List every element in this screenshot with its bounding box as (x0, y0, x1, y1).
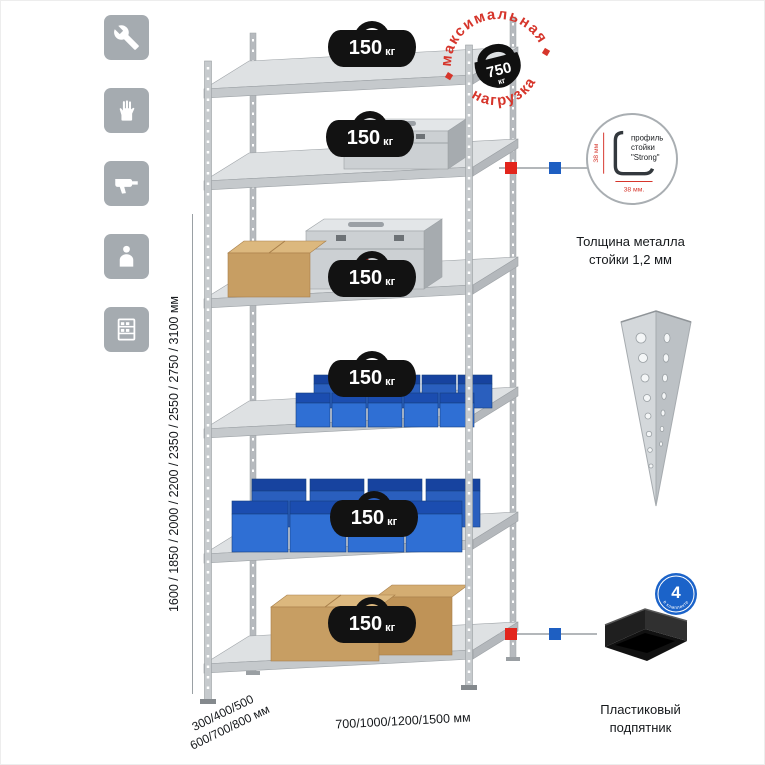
callout-connector-line (499, 167, 587, 169)
shelf-load-value: 150 (348, 37, 383, 59)
profile-caption: Толщина металла стойки 1,2 мм (558, 233, 703, 268)
foot-caption-line2: подпятник (609, 719, 672, 735)
profile-label-line1: профиль (631, 133, 663, 142)
profile-callout: 38 мм 38 мм. профиль стойки "Strong" (586, 113, 678, 205)
rack-foot (461, 685, 477, 690)
drill-icon (104, 161, 149, 206)
rack-foot (506, 657, 520, 661)
gloves-icon (104, 88, 149, 133)
shelf-load-value: 150 (350, 507, 385, 529)
kettlebell-body: 150 кг (328, 30, 416, 67)
plastic-foot-image (604, 608, 688, 661)
shelf-load-badge-2: 150 кг (326, 111, 414, 157)
stamp-kettlebell-handle (477, 43, 515, 64)
foot-caption-line1: Пластиковый (600, 702, 681, 717)
kettlebell-body: 150 кг (330, 500, 418, 537)
shelf-load-unit: кг (385, 622, 396, 634)
profile-label-line3: "Strong" (631, 153, 660, 162)
corner-post-image (620, 310, 692, 507)
stamp-unit: кг (497, 76, 507, 87)
profile-label-line2: стойки (631, 143, 655, 152)
red-marker-square (505, 162, 517, 174)
shelf-load-badge-1: 150 кг (328, 21, 416, 67)
foot-connector-line (499, 633, 597, 635)
profile-caption-line2: стойки 1,2 мм (589, 251, 672, 267)
shelving-rack-illustration (200, 16, 520, 704)
foot-caption: Пластиковый подпятник (568, 701, 713, 736)
shelf-load-value: 150 (348, 613, 383, 635)
rack-foot (246, 671, 260, 675)
kettlebell-body: 150 кг (328, 360, 416, 397)
shelf-load-unit: кг (385, 276, 396, 288)
kettlebell-body: 150 кг (328, 260, 416, 297)
shelf-load-badge-4: 150 кг (328, 351, 416, 397)
profile-cross-section (613, 130, 655, 176)
shelf-load-unit: кг (383, 136, 394, 148)
stamp-value: 750 (485, 59, 513, 82)
shelf-load-value: 150 (348, 267, 383, 289)
shelf-load-unit: кг (385, 46, 396, 58)
included-count-badge: 4 в комплекте (653, 571, 699, 622)
blue-marker-square (549, 628, 561, 640)
profile-caption-line1: Толщина металла (576, 234, 685, 249)
horizontal-dimension-label: 38 мм. (624, 186, 645, 193)
cardboard-box-shelf-3 (227, 240, 327, 298)
shelf-load-value: 150 (346, 127, 381, 149)
kettlebell-body: 150 кг (328, 606, 416, 643)
height-dimension-label: 1600 / 1850 / 2000 / 2200 / 2350 / 2550 … (167, 295, 181, 613)
wrench-icon (104, 15, 149, 60)
rack-foot (200, 699, 216, 704)
shelf-load-value: 150 (348, 367, 383, 389)
shelf-load-unit: кг (385, 376, 396, 388)
stamp-kettlebell-body (474, 51, 521, 88)
shelf-load-badge-3: 150 кг (328, 251, 416, 297)
blue-marker-square (549, 162, 561, 174)
rack-icon (104, 307, 149, 352)
shelf-load-badge-6: 150 кг (328, 597, 416, 643)
blue-bins-shelf-5 (231, 478, 481, 553)
badge-value: 4 (671, 583, 681, 602)
shelf-load-unit: кг (387, 516, 398, 528)
height-dimension-line (192, 214, 193, 694)
vertical-dimension-label: 38 мм (593, 143, 600, 162)
kettlebell-body: 150 кг (326, 120, 414, 157)
red-marker-square (505, 628, 517, 640)
shelf-load-badge-5: 150 кг (330, 491, 418, 537)
person-icon (104, 234, 149, 279)
